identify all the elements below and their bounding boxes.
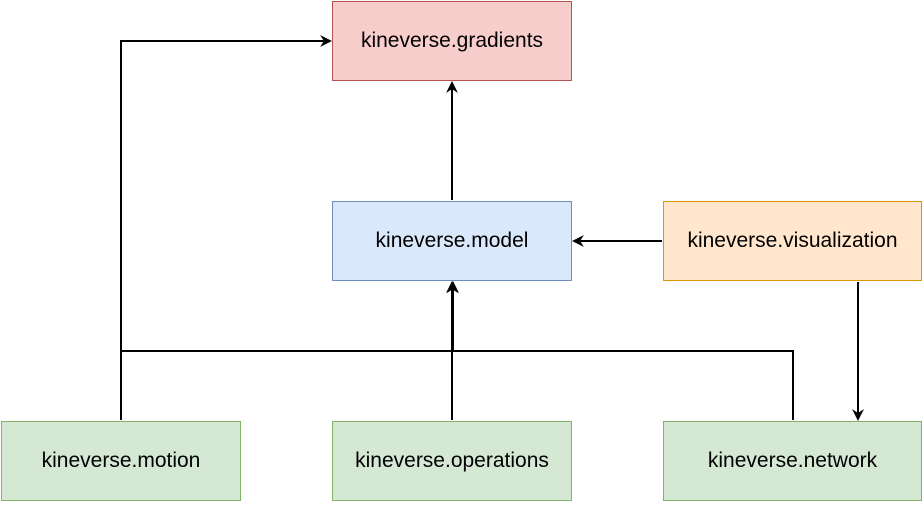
- node-kineverse-motion[interactable]: kineverse.motion: [1, 421, 241, 501]
- node-kineverse-model[interactable]: kineverse.model: [332, 201, 572, 281]
- node-kineverse-network[interactable]: kineverse.network: [663, 421, 922, 501]
- node-label: kineverse.gradients: [360, 29, 544, 52]
- node-label: kineverse.visualization: [687, 229, 898, 252]
- edge-motion-to-gradients: [120, 35, 332, 420]
- edge-network-to-model: [121, 283, 794, 420]
- node-label: kineverse.motion: [41, 449, 201, 472]
- node-kineverse-gradients[interactable]: kineverse.gradients: [332, 1, 572, 81]
- node-label: kineverse.operations: [355, 449, 549, 472]
- node-kineverse-operations[interactable]: kineverse.operations: [332, 421, 572, 501]
- node-label: kineverse.network: [707, 449, 878, 472]
- node-label: kineverse.model: [375, 229, 529, 252]
- node-kineverse-visualization[interactable]: kineverse.visualization: [663, 201, 922, 281]
